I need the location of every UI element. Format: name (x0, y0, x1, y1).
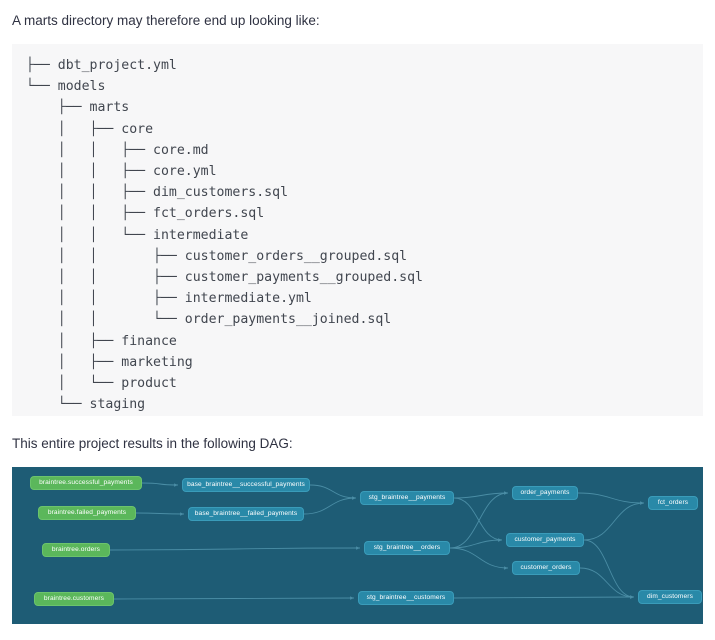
dag-node-label: stg_braintree__payments (368, 493, 446, 501)
dag-edge-braintree-orders-to-stg-braintree-orders (109, 546, 361, 551)
dag-node-label: order_payments (520, 488, 570, 496)
dag-node-customer-orders[interactable]: customer_orders (512, 561, 580, 575)
dag-diagram-panel: braintree.successful_payments braintree.f… (12, 467, 703, 624)
dag-node-dim-customers[interactable]: dim_customers (638, 590, 702, 604)
dag-node-label: base_braintree__successful_payments (187, 480, 305, 488)
dag-node-braintree-successful-payments[interactable]: braintree.successful_payments (30, 476, 142, 490)
dag-edge-base-braintree-successful-payments-to-stg-braintree-payments (309, 484, 357, 500)
dag-node-label: braintree.customers (43, 594, 105, 602)
dag-edge-stg-braintree-customers-to-dim-customers (453, 595, 635, 599)
dag-node-label: customer_payments (514, 535, 576, 543)
dag-node-label: base_braintree__failed_payments (194, 509, 298, 517)
dag-edge-customer-payments-to-fct-orders (583, 501, 645, 541)
dag-node-stg-braintree-payments[interactable]: stg_braintree__payments (360, 491, 454, 505)
dag-node-label: braintree.successful_payments (39, 478, 133, 486)
dag-node-braintree-orders[interactable]: braintree.orders (42, 543, 110, 557)
dag-node-braintree-customers[interactable]: braintree.customers (34, 592, 114, 606)
dag-node-label: braintree.orders (51, 545, 101, 553)
intro-paragraph: A marts directory may therefore end up l… (12, 13, 320, 28)
dag-node-label: customer_orders (520, 563, 572, 571)
dag-node-order-payments[interactable]: order_payments (512, 486, 578, 500)
dag-node-braintree-failed-payments[interactable]: braintree.failed_payments (38, 506, 136, 520)
directory-tree-code-block: ├── dbt_project.yml └── models ├── marts… (12, 44, 703, 416)
dag-edge-customer-orders-to-dim-customers (579, 567, 635, 599)
dag-edge-braintree-customers-to-stg-braintree-customers (113, 596, 355, 600)
dag-node-label: stg_braintree__customers (366, 593, 446, 601)
dag-edges-layer (109, 482, 645, 600)
dag-edge-stg-braintree-orders-to-customer-orders (449, 547, 509, 570)
dag-edge-customer-payments-to-dim-customers (583, 539, 635, 599)
dag-edge-braintree-failed-payments-to-base-braintree-failed-payments (135, 512, 185, 516)
dag-edge-base-braintree-failed-payments-to-stg-braintree-payments (303, 496, 357, 515)
dag-node-customer-payments[interactable]: customer_payments (506, 533, 584, 547)
dag-edge-stg-braintree-orders-to-order-payments (449, 491, 509, 549)
dag-edge-stg-braintree-orders-to-customer-payments (449, 538, 503, 549)
dag-node-base-braintree-failed-payments[interactable]: base_braintree__failed_payments (188, 507, 304, 521)
directory-tree-text: ├── dbt_project.yml └── models ├── marts… (26, 58, 423, 413)
dag-edge-stg-braintree-payments-to-order-payments (453, 491, 509, 499)
dag-node-base-braintree-successful-payments[interactable]: base_braintree__successful_payments (182, 478, 310, 492)
dag-edge-stg-braintree-payments-to-customer-payments (453, 497, 503, 542)
dag-node-fct-orders[interactable]: fct_orders (648, 496, 698, 510)
dag-edge-order-payments-to-fct-orders (577, 492, 645, 505)
dag-node-stg-braintree-customers[interactable]: stg_braintree__customers (358, 591, 454, 605)
dag-node-label: braintree.failed_payments (47, 508, 127, 516)
dag-caption-paragraph: This entire project results in the follo… (12, 436, 293, 451)
dag-node-label: dim_customers (646, 592, 693, 600)
dag-node-label: fct_orders (657, 498, 689, 506)
dag-node-stg-braintree-orders[interactable]: stg_braintree__orders (364, 541, 450, 555)
dag-edge-braintree-successful-payments-to-base-braintree-successful-payments (141, 482, 179, 487)
dag-node-label: stg_braintree__orders (373, 543, 441, 551)
